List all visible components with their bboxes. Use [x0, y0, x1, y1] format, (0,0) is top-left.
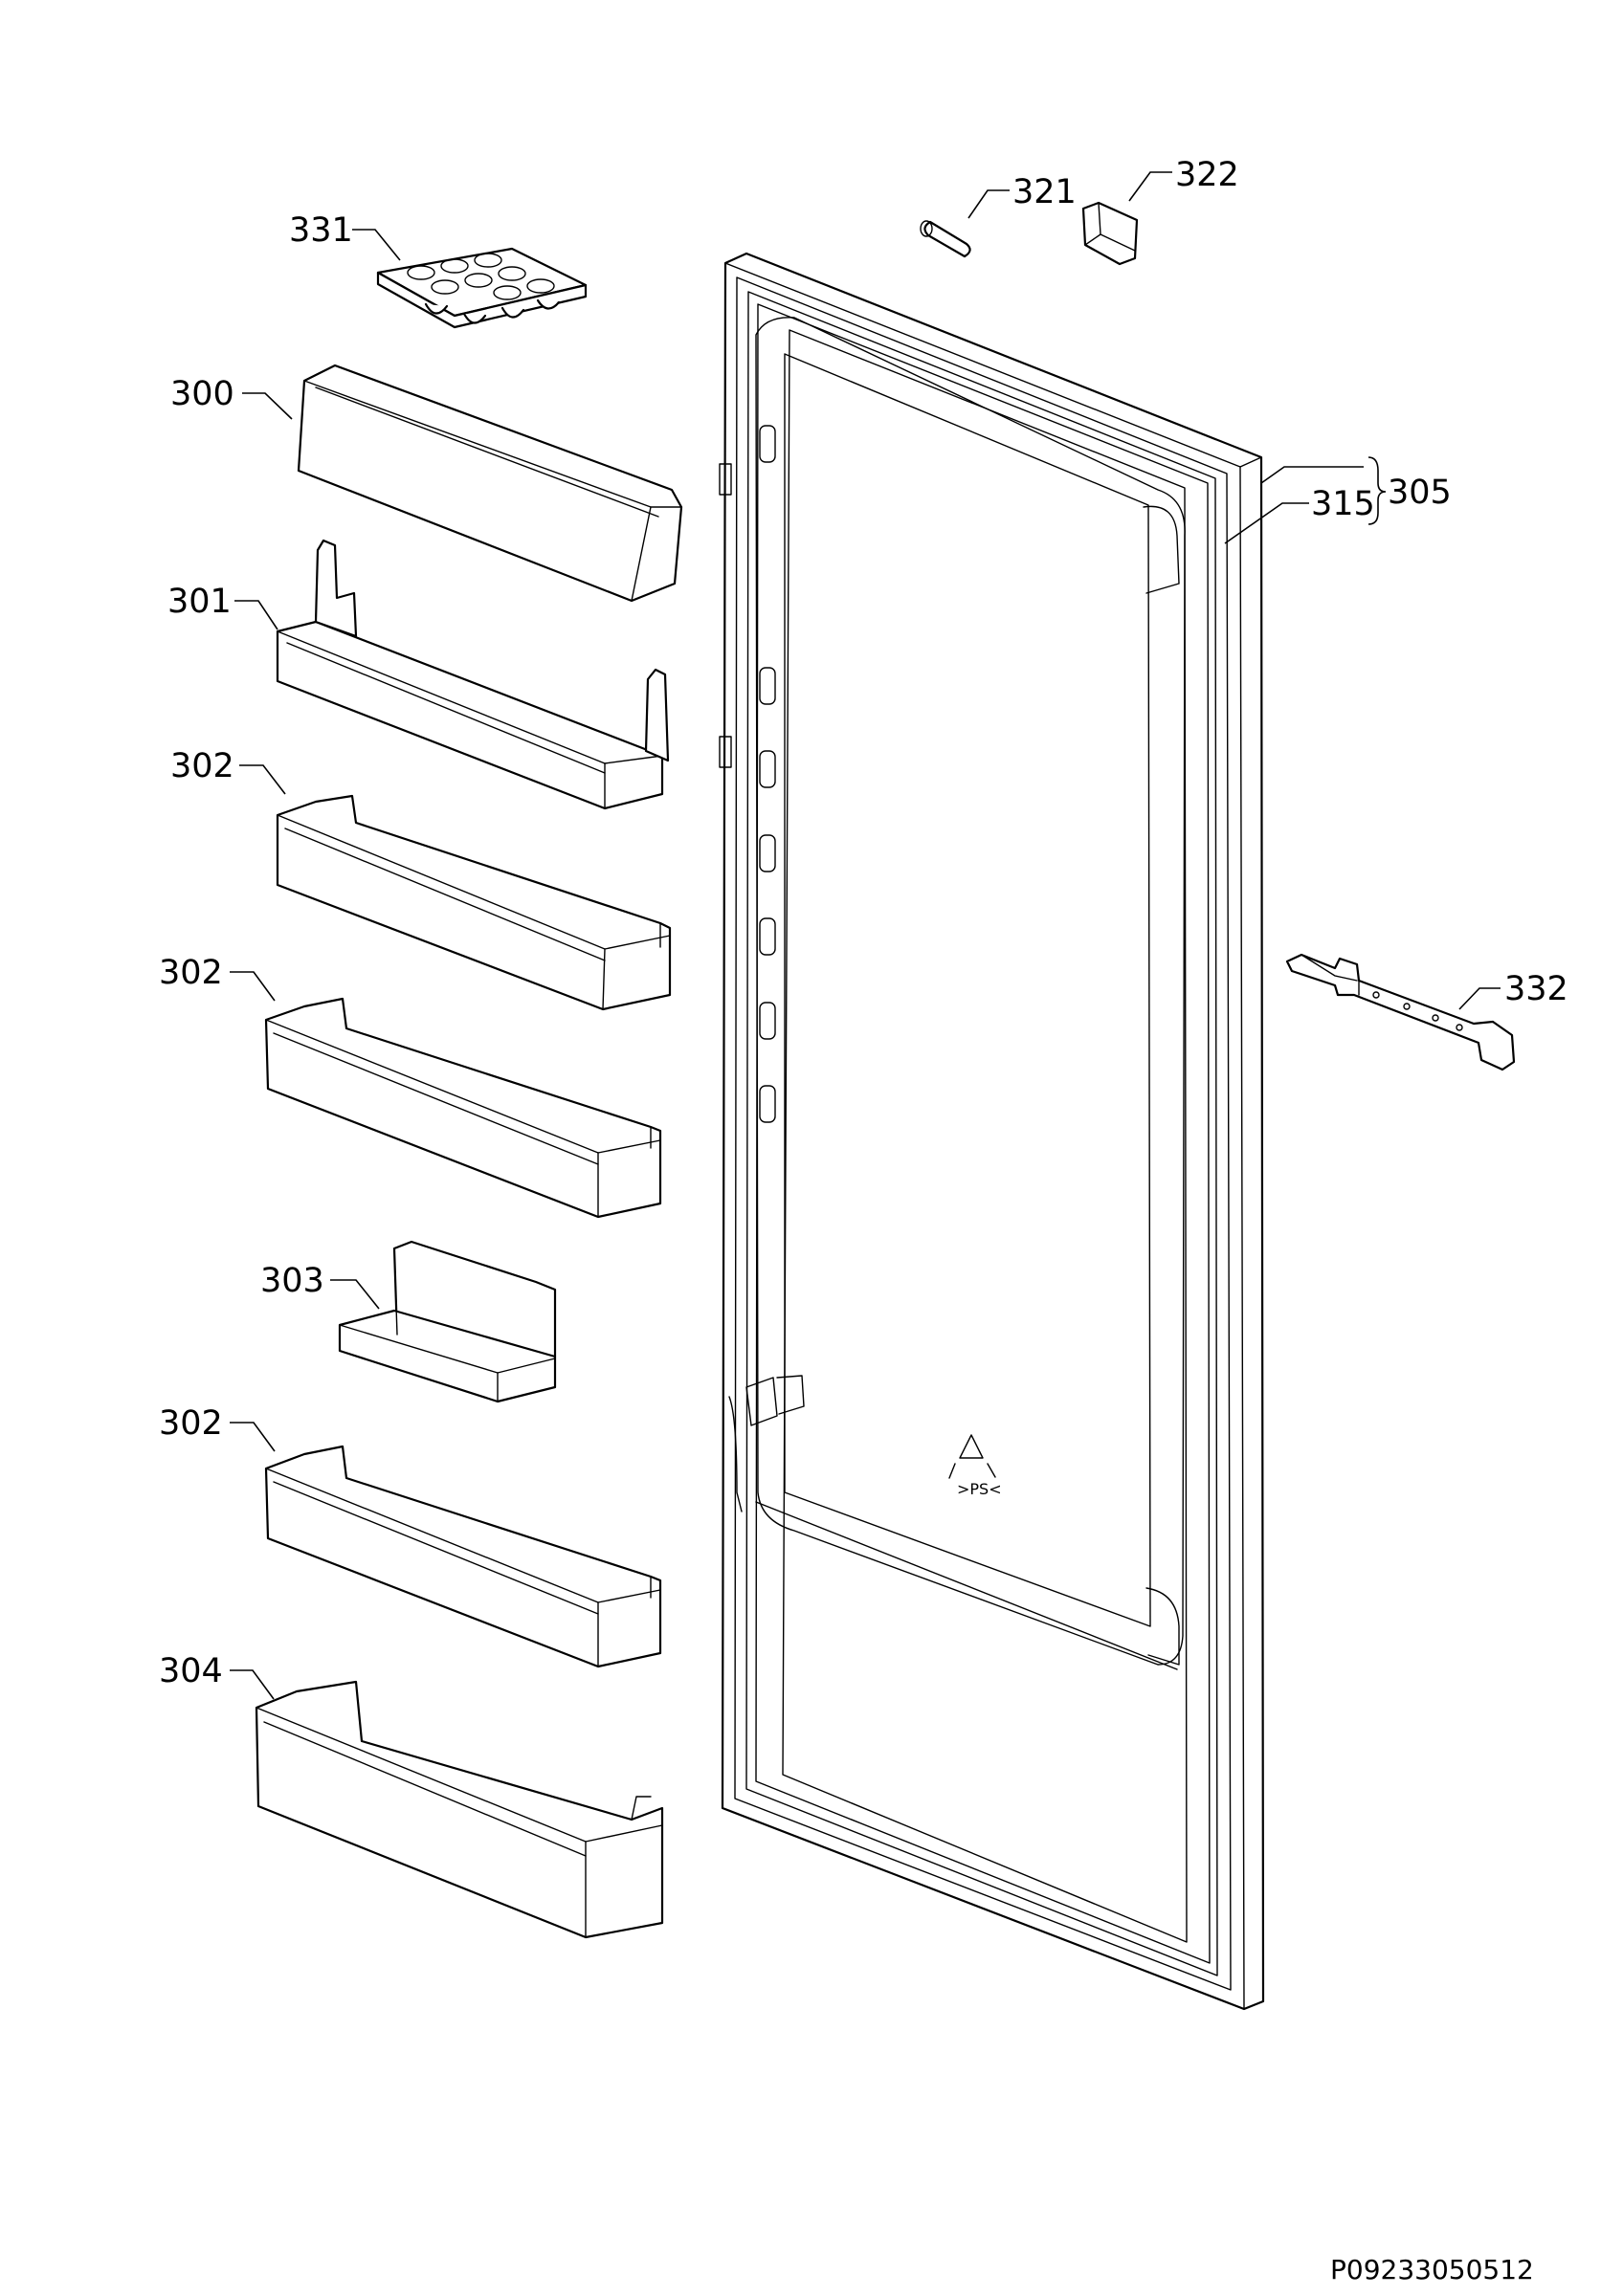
callout-302-c: 302 [159, 1404, 223, 1443]
refrigerator-door-part-305: >PS< [719, 252, 1265, 2011]
egg-tray-part-331 [376, 247, 588, 329]
pin-part-321 [920, 220, 971, 258]
dairy-lid-part-300 [297, 364, 683, 603]
callout-315: 315 [1311, 485, 1375, 523]
hinge-cover-part-322 [1081, 201, 1139, 266]
door-shelf-part-302-c [264, 1445, 662, 1668]
document-number: P09233050512 [1330, 2254, 1534, 2285]
callout-302-b: 302 [159, 954, 223, 992]
callout-302-a: 302 [170, 747, 234, 785]
leader-lines [230, 171, 1501, 1700]
callout-300: 300 [170, 375, 234, 413]
recycling-ps-icon: >PS< [948, 1434, 1002, 1498]
bottle-shelf-part-304 [255, 1680, 664, 1939]
callout-331: 331 [289, 211, 353, 250]
small-box-part-303 [338, 1240, 557, 1403]
callout-332: 332 [1504, 970, 1568, 1008]
hinge-bracket-part-332 [1285, 953, 1516, 1071]
callout-321: 321 [1012, 173, 1077, 211]
callout-322: 322 [1175, 156, 1239, 194]
callout-labels: 331 300 301 302 302 303 302 304 321 322 … [159, 156, 1568, 1690]
callout-303: 303 [260, 1262, 324, 1300]
svg-text:>PS<: >PS< [957, 1480, 1002, 1498]
callout-301: 301 [167, 583, 232, 621]
callout-305: 305 [1388, 474, 1452, 512]
door-shelf-part-302-a [276, 794, 672, 1011]
door-shelf-part-301 [276, 539, 670, 810]
callout-304: 304 [159, 1652, 223, 1690]
door-shelf-part-302-b [264, 997, 662, 1219]
